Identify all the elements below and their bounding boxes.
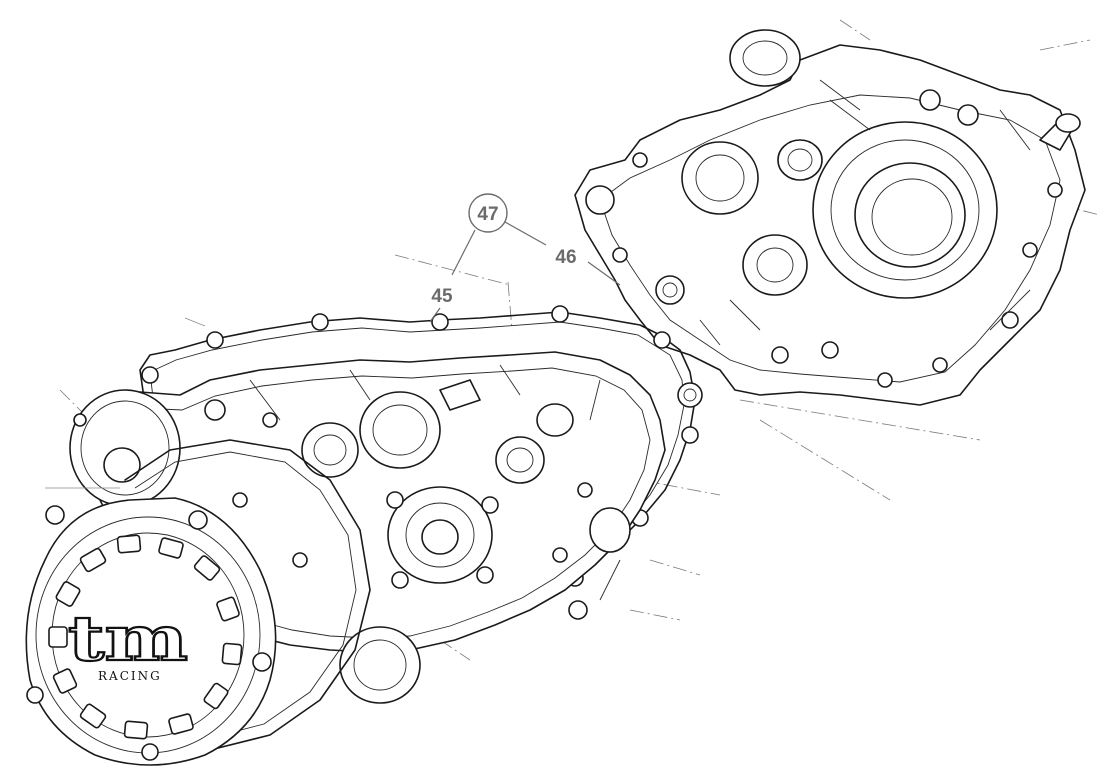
callout-46-leader: [587, 261, 621, 286]
reference-lines: [45, 317, 206, 489]
callout-45-leader: [429, 307, 441, 323]
callouts: 47 46 45: [429, 193, 621, 323]
cover-rim-lugs: [48, 534, 243, 740]
callout-46-label: 46: [555, 247, 576, 268]
clutch-cover: tm RACING: [25, 497, 277, 766]
callout-47-leader-46: [504, 221, 547, 246]
right-crankcase-half: [574, 29, 1086, 406]
callout-45-label: 45: [431, 286, 453, 307]
brand-logo-tm: tm: [68, 602, 188, 675]
callout-47-circle: [468, 193, 508, 233]
centerlines: [59, 19, 1101, 661]
brand-logo-racing: RACING: [98, 669, 162, 683]
callout-47-label: 47: [477, 204, 498, 225]
callout-47-leader-45: [451, 229, 476, 276]
